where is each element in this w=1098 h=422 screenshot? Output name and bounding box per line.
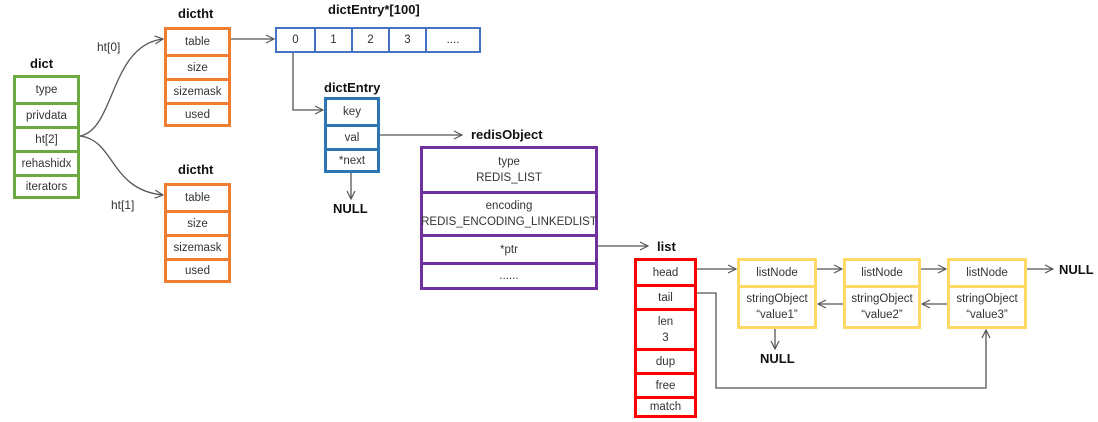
entry-array: 0 1 2 3 .... [275, 27, 481, 53]
dictht0-field-size: size [167, 54, 228, 78]
dict-field-iterators: iterators [16, 174, 77, 196]
list-field-free: free [637, 372, 694, 396]
arrow-ht0 [79, 39, 163, 137]
dict-entry-field-next: *next [327, 148, 377, 170]
dictht0-field-used: used [167, 102, 228, 124]
dictht0-field-table: table [185, 36, 210, 48]
list-node-1: listNode stringObject“value1” [737, 258, 817, 329]
entry-array-cell-2: 2 [351, 29, 388, 51]
dict-title: dict [30, 56, 54, 71]
dict-entry-title: dictEntry [324, 80, 381, 95]
list-node-3: listNode stringObject“value3” [947, 258, 1027, 329]
arrow-bucket0-to-entry [292, 53, 323, 110]
dictht1-field-table: table [185, 192, 210, 204]
dictht0-struct: table size sizemask used [164, 27, 231, 127]
dict-field-ht: ht[2] [16, 126, 77, 150]
arrow-ht1 [79, 135, 163, 195]
list-field-dup: dup [637, 348, 694, 372]
ht1-label: ht[1] [111, 198, 135, 212]
dict-entry-struct: key val *next [324, 97, 380, 173]
list-node-2: listNode stringObject“value2” [843, 258, 921, 329]
list-node-2-value: stringObject“value2” [846, 285, 918, 326]
redis-object-field-ptr: *ptr [423, 234, 595, 262]
dictht0-field-sizemask: sizemask [167, 78, 228, 102]
list-node-2-title: listNode [861, 267, 903, 279]
dictht1-field-sizemask: sizemask [167, 234, 228, 258]
redis-object-title: redisObject [471, 127, 543, 142]
list-node-1-title: listNode [756, 267, 798, 279]
list-node-3-title: listNode [966, 267, 1008, 279]
dictht1-field-size: size [167, 210, 228, 234]
dict-field-rehashidx: rehashidx [16, 150, 77, 174]
dictht1-title: dictht [178, 162, 214, 177]
list-title: list [657, 239, 676, 254]
dict-struct: type privdata ht[2] rehashidx iterators [13, 75, 80, 199]
dict-entry-field-key: key [343, 106, 361, 118]
list-node-1-value: stringObject“value1” [740, 285, 814, 326]
redis-object-field-more: ...... [423, 262, 595, 287]
ht0-label: ht[0] [97, 40, 121, 54]
entry-array-cell-0: 0 [292, 34, 299, 46]
entry-array-cell-1: 1 [314, 29, 351, 51]
list-node-1-prev-null: NULL [760, 351, 795, 366]
dict-entry-next-null: NULL [333, 201, 368, 216]
list-node-3-next-null: NULL [1059, 262, 1094, 277]
list-field-head: head [652, 266, 679, 279]
list-field-tail: tail [637, 284, 694, 308]
dict-entry-field-val: val [327, 124, 377, 148]
list-node-3-value: stringObject“value3” [950, 285, 1024, 326]
entry-array-cell-3: 3 [388, 29, 425, 51]
dict-field-privdata: privdata [16, 102, 77, 126]
dictht1-field-used: used [167, 258, 228, 280]
dictht0-title: dictht [178, 6, 214, 21]
list-field-match: match [637, 396, 694, 415]
dict-field-type: type [35, 84, 58, 96]
entry-array-cell-more: .... [425, 29, 479, 51]
entry-array-title: dictEntry*[100] [328, 2, 420, 17]
dictht1-struct: table size sizemask used [164, 183, 231, 283]
